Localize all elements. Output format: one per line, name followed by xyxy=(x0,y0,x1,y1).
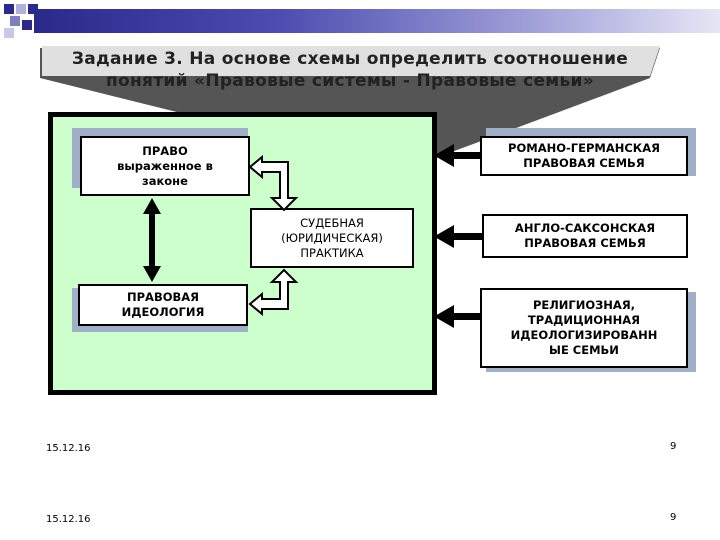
romano-line-1: РОМАНО-ГЕРМАНСКАЯ xyxy=(508,141,660,155)
law-line-1: ПРАВО xyxy=(142,143,188,158)
page-number-lower: 9 xyxy=(670,512,677,523)
slide-date-lower: 15.12.16 xyxy=(46,514,91,525)
ideology-line-2: ИДЕОЛОГИЯ xyxy=(121,305,205,319)
law-practice-hollow-arrow xyxy=(248,154,299,212)
anglo-saxon-family-box: АНГЛО-САКСОНСКАЯ ПРАВОВАЯ СЕМЬЯ xyxy=(482,214,688,258)
slide-date-upper: 15.12.16 xyxy=(46,443,91,454)
romano-line-2: ПРАВОВАЯ СЕМЬЯ xyxy=(523,156,645,170)
ideology-box: ПРАВОВАЯ ИДЕОЛОГИЯ xyxy=(78,284,248,326)
ideology-practice-hollow-arrow xyxy=(248,268,299,317)
practice-line-2: (ЮРИДИЧЕСКАЯ) xyxy=(281,230,383,245)
religious-arrow xyxy=(434,305,480,328)
deco-square xyxy=(28,4,38,14)
ideology-line-1: ПРАВОВАЯ xyxy=(126,290,199,304)
deco-square xyxy=(10,16,20,26)
practice-box: СУДЕБНАЯ (ЮРИДИЧЕСКАЯ) ПРАКТИКА xyxy=(250,208,414,268)
religious-line-4: ЫЕ СЕМЬИ xyxy=(549,343,619,357)
deco-square xyxy=(4,28,14,38)
religious-family-box: РЕЛИГИОЗНАЯ, ТРАДИЦИОННАЯ ИДЕОЛОГИЗИРОВА… xyxy=(480,288,688,368)
law-line-2: выраженное в xyxy=(117,158,213,173)
practice-line-1: СУДЕБНАЯ xyxy=(300,215,364,230)
religious-line-2: ТРАДИЦИОННАЯ xyxy=(527,313,641,327)
anglo-line-2: ПРАВОВАЯ СЕМЬЯ xyxy=(524,236,646,250)
religious-line-3: ИДЕОЛОГИЗИРОВАНН xyxy=(510,328,658,342)
deco-square xyxy=(16,4,26,14)
law-ideology-double-arrow xyxy=(143,198,161,282)
religious-line-1: РЕЛИГИОЗНАЯ, xyxy=(532,298,636,312)
anglo-arrow xyxy=(434,225,482,248)
page-number-upper: 9 xyxy=(670,441,677,452)
deco-square xyxy=(22,20,32,30)
romano-arrow xyxy=(434,144,480,167)
anglo-line-1: АНГЛО-САКСОНСКАЯ xyxy=(514,221,656,235)
title-line-2: понятий «Правовые системы - Правовые сем… xyxy=(105,71,595,91)
practice-line-3: ПРАКТИКА xyxy=(300,245,364,260)
law-line-3: законе xyxy=(142,173,188,188)
romano-germanic-family-box: РОМАНО-ГЕРМАНСКАЯ ПРАВОВАЯ СЕМЬЯ xyxy=(480,136,688,176)
header-gradient-bar xyxy=(34,9,720,33)
slide-title: Задание 3. На основе схемы определить со… xyxy=(40,48,660,92)
title-line-1: Задание 3. На основе схемы определить со… xyxy=(71,49,629,69)
deco-square xyxy=(4,4,14,14)
law-box: ПРАВО выраженное в законе xyxy=(80,136,250,196)
header-band xyxy=(0,0,720,46)
